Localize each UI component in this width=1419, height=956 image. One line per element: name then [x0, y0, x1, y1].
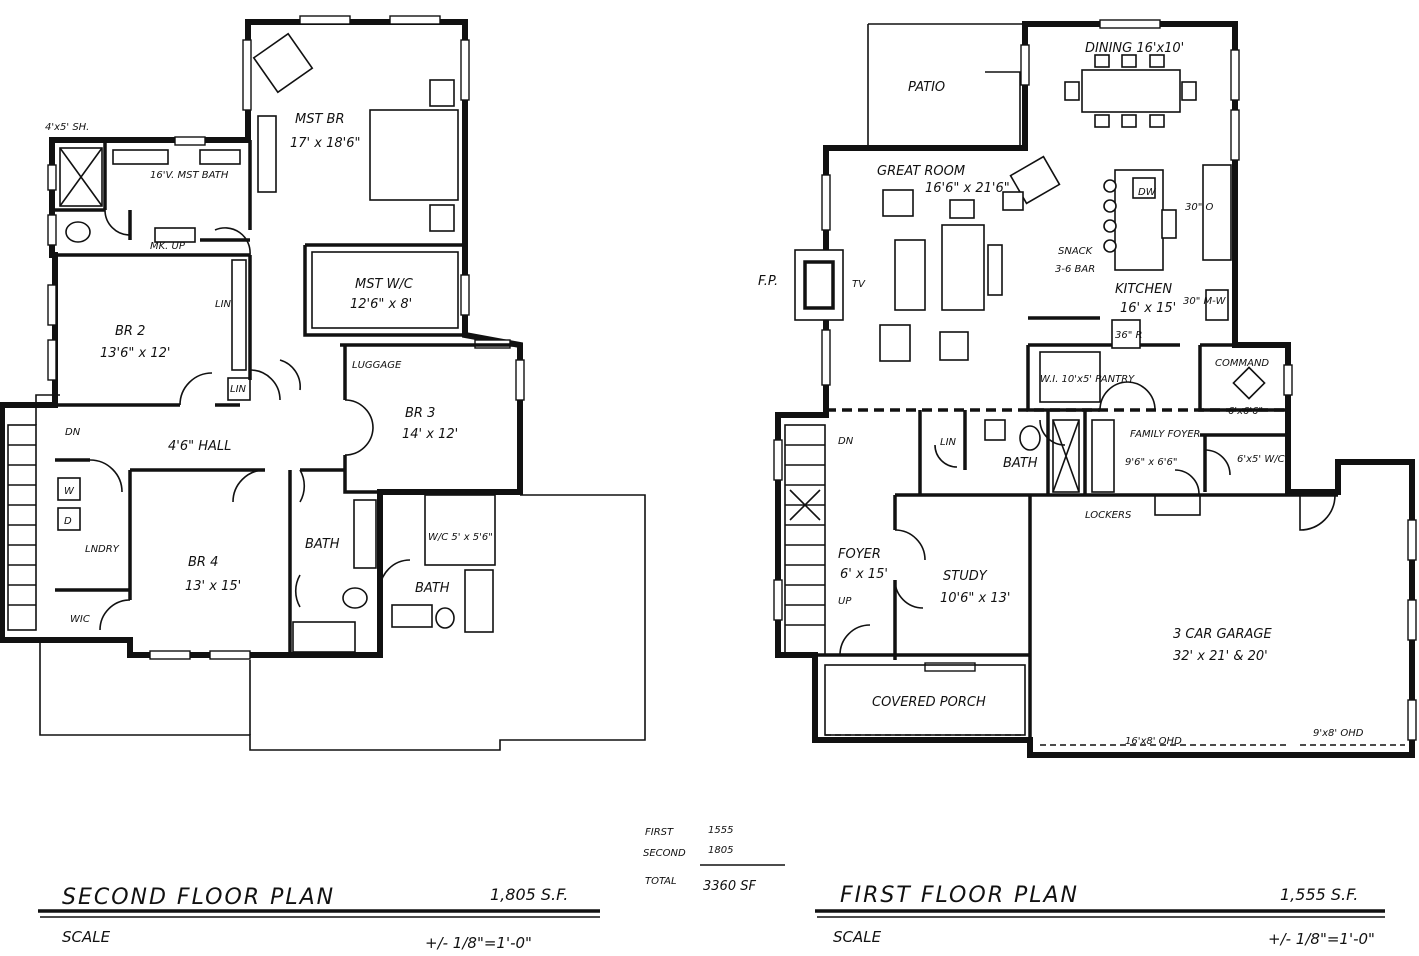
room-label-kitchen: KITCHEN	[1115, 282, 1172, 297]
room-label-covered-porch: COVERED PORCH	[872, 695, 986, 710]
second-floor-title-block: SECOND FLOOR PLAN 1,805 S.F. SCALE +/- 1…	[38, 885, 600, 952]
room-size-family-foyer: 9'6" x 6'6"	[1125, 457, 1177, 468]
label-lockers: LOCKERS	[1085, 510, 1132, 521]
room-size-command: 6'x6'6"	[1228, 406, 1263, 417]
room-size-mst-wic: 12'6" x 8'	[350, 297, 412, 312]
room-label-lin: LIN	[940, 437, 957, 448]
room-label-bath-2: BATH	[415, 581, 450, 596]
room-label-pantry: W.I. 10'x5' PANTRY	[1040, 374, 1135, 385]
appliance-dw: DW	[1138, 187, 1157, 198]
room-label-mst-bath: 16'V. MST BATH	[150, 170, 229, 181]
totals-total-label: TOTAL	[645, 876, 677, 887]
label-garage-door-a: 16'x8' OHD	[1125, 736, 1182, 747]
room-label-snack-bar: 3-6 BAR	[1055, 264, 1095, 275]
room-label-command: COMMAND	[1215, 358, 1269, 369]
room-size-garage: 32' x 21' & 20'	[1173, 649, 1268, 664]
room-label-patio: PATIO	[908, 80, 945, 95]
room-label-mst-wic: MST W/C	[355, 277, 414, 292]
first-floor-labels: PATIO DINING 16'x10' GREAT ROOM 16'6" x …	[758, 41, 1364, 747]
totals-second-label: SECOND	[643, 848, 686, 859]
second-floor-scale-label: SCALE	[62, 928, 111, 946]
first-floor-area: 1,555 S.F.	[1280, 885, 1358, 904]
room-size-kitchen: 16' x 15'	[1120, 301, 1176, 316]
stair-label-up: UP	[838, 596, 852, 607]
room-size-br4: 13' x 15'	[185, 579, 241, 594]
room-label-luggage: LUGGAGE	[352, 360, 402, 371]
room-label-lin: LIN	[230, 384, 247, 395]
appliance-range: 36" R	[1115, 330, 1142, 341]
room-label-shower: 4'x5' SH.	[45, 122, 89, 133]
appliance-oven: 30" O	[1185, 202, 1214, 213]
room-label-wic: 6'x5' W/C	[1237, 454, 1285, 465]
appliance-dryer: D	[64, 516, 72, 527]
totals-first-value: 1555	[708, 825, 733, 836]
stair-label-dn: DN	[838, 436, 854, 447]
room-label-hall: 4'6" HALL	[168, 439, 231, 454]
room-label-great-room: GREAT ROOM	[877, 164, 965, 179]
room-label-laundry: LNDRY	[85, 544, 120, 555]
first-floor-title: FIRST FLOOR PLAN	[840, 883, 1079, 908]
room-label-foyer: FOYER	[838, 547, 881, 562]
room-label-family-foyer: FAMILY FOYER	[1130, 429, 1200, 440]
first-floor-scale-value: +/- 1/8"=1'-0"	[1268, 930, 1375, 948]
second-floor-labels: MST BR 17' x 18'6" 16'V. MST BATH 4'x5' …	[45, 112, 493, 625]
room-label-garage: 3 CAR GARAGE	[1173, 627, 1273, 642]
room-label-bath: BATH	[305, 537, 340, 552]
appliance-wall-oven: 30" M-W	[1183, 296, 1227, 307]
room-size-study: 10'6" x 13'	[940, 591, 1010, 606]
room-label-wic-2: W/C 5' x 5'6"	[428, 532, 493, 543]
room-label-snack: SNACK	[1058, 246, 1094, 257]
room-label-lin-closet: LIN	[215, 299, 232, 310]
label-tv: TV	[852, 279, 866, 290]
second-floor-plan	[0, 15, 646, 751]
second-floor-title: SECOND FLOOR PLAN	[62, 885, 335, 910]
room-size-br3: 14' x 12'	[402, 427, 458, 442]
totals-total-value: 3360 SF	[703, 879, 756, 894]
first-floor-scale-label: SCALE	[833, 928, 882, 946]
room-size-foyer: 6' x 15'	[840, 567, 888, 582]
totals-second-value: 1805	[708, 845, 733, 856]
room-size-great-room: 16'6" x 21'6"	[925, 181, 1010, 196]
room-label-study: STUDY	[943, 569, 988, 584]
area-totals: FIRST 1555 SECOND 1805 TOTAL 3360 SF	[643, 825, 785, 894]
first-floor-title-block: FIRST FLOOR PLAN 1,555 S.F. SCALE +/- 1/…	[815, 883, 1385, 948]
label-garage-door-b: 9'x8' OHD	[1313, 728, 1364, 739]
room-label-mk-up: MK. UP	[150, 241, 186, 252]
room-label-br3: BR 3	[405, 406, 435, 421]
room-label-br4: BR 4	[188, 555, 218, 570]
stair-label-dn: DN	[65, 427, 81, 438]
second-floor-area: 1,805 S.F.	[490, 885, 568, 904]
room-size-mst-br: 17' x 18'6"	[290, 136, 360, 151]
label-fireplace: F.P.	[758, 274, 778, 289]
room-label-br2: BR 2	[115, 324, 145, 339]
second-floor-scale-value: +/- 1/8"=1'-0"	[425, 934, 532, 952]
room-label-bath: BATH	[1003, 456, 1038, 471]
room-label-mst-br: MST BR	[295, 112, 345, 127]
totals-first-label: FIRST	[645, 827, 674, 838]
first-floor-plan	[773, 19, 1417, 758]
room-size-br2: 13'6" x 12'	[100, 346, 170, 361]
room-label-dining: DINING 16'x10'	[1085, 41, 1184, 56]
room-label-wic: WIC	[70, 614, 90, 625]
appliance-washer: W	[64, 486, 75, 497]
